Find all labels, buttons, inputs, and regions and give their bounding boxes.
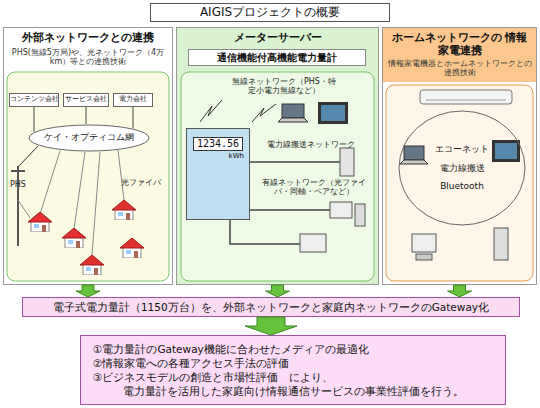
node-text: 電力会社 bbox=[119, 96, 147, 103]
node-text: ①電力量計のGateway機能に合わせたメディアの最適化 bbox=[93, 343, 369, 355]
node-text: コンテンツ会社 bbox=[10, 96, 59, 103]
node-subtext: PHS(無線5万局)や、光ネットワーク（4万km）等との連携技術 bbox=[9, 48, 167, 66]
ellipse-shape bbox=[399, 111, 525, 225]
meter-box: 1234.56kWh bbox=[186, 128, 250, 220]
network-ellipse: ケイ・オプティコム網 bbox=[28, 124, 150, 152]
company-box: コンテンツ会社 bbox=[9, 93, 59, 107]
subtitle-box: 通信機能付高機能電力量計 bbox=[188, 49, 366, 66]
node-text: エコーネット bbox=[435, 144, 489, 154]
tech-ellipse: エコーネット電力線搬送 Bluetooth bbox=[398, 110, 526, 226]
node-text: ホームネットワークの 情報家電連携 bbox=[387, 32, 532, 57]
annotation-label: PHS bbox=[4, 180, 32, 189]
title-box: AIGISプロジェクトの概要 bbox=[150, 3, 390, 22]
node-subtext: kWh bbox=[229, 152, 244, 160]
ellipse-shape bbox=[29, 125, 149, 151]
block-arrow bbox=[76, 285, 100, 297]
annotation-label: 無線ネットワーク（PHS・特定小電力無線など） bbox=[232, 77, 336, 95]
node-subtext: ②情報家電への各種アクセス手法の評価 bbox=[93, 357, 289, 369]
node-text: 1234.56 bbox=[193, 137, 243, 151]
node-subtext: Bluetooth bbox=[440, 181, 484, 191]
node-text: ケイ・オプティコム網 bbox=[44, 133, 134, 143]
annotation-label: 有線ネットワーク（光ファイバ・同軸・ペアなど） bbox=[262, 178, 366, 196]
node-subtext: 電力線搬送 bbox=[440, 163, 485, 173]
block-arrow bbox=[448, 285, 472, 297]
node-text: 電子式電力量計（1150万台）を、外部ネットワークと家庭内ネットワークのGate… bbox=[53, 301, 489, 313]
gateway-box: 電子式電力量計（1150万台）を、外部ネットワークと家庭内ネットワークのGate… bbox=[22, 297, 520, 317]
node-text: サービス会社 bbox=[65, 96, 107, 103]
company-box: サービス会社 bbox=[63, 93, 109, 107]
block-arrow bbox=[266, 285, 290, 297]
node-subtext: ③ビジネスモデルの創造と市場性評価 により、 bbox=[93, 371, 333, 383]
node-subtext: 情報家電機器とホームネットワークとの連携技術 bbox=[387, 60, 532, 77]
annotation-label: 光ファイバ bbox=[116, 178, 166, 187]
panel: 外部ネットワークとの連携 PHS(無線5万局)や、光ネットワーク（4万km）等との… bbox=[3, 27, 173, 285]
node-subtext: 電力量計を活用した家庭向け情報通信サービスの事業性評価を行う。 bbox=[123, 385, 464, 397]
panel: ホームネットワークの 情報家電連携情報家電機器とホームネットワークとの連携技術エ… bbox=[382, 27, 537, 285]
block-arrow bbox=[245, 317, 297, 335]
annotation-label: 電力線搬送ネットワーク bbox=[256, 140, 366, 149]
company-box: 電力会社 bbox=[113, 93, 153, 107]
panel: メーターサーバー通信機能付高機能電力量計 1234.56kWh bbox=[176, 27, 379, 285]
node-text: メーターサーバー bbox=[234, 32, 322, 45]
node-text: 通信機能付高機能電力量計 bbox=[217, 52, 337, 64]
node-text: 外部ネットワークとの連携 bbox=[22, 32, 154, 45]
result-box: ①電力量計のGateway機能に合わせたメディアの最適化 ②情報家電への各種アクセ… bbox=[80, 335, 506, 405]
